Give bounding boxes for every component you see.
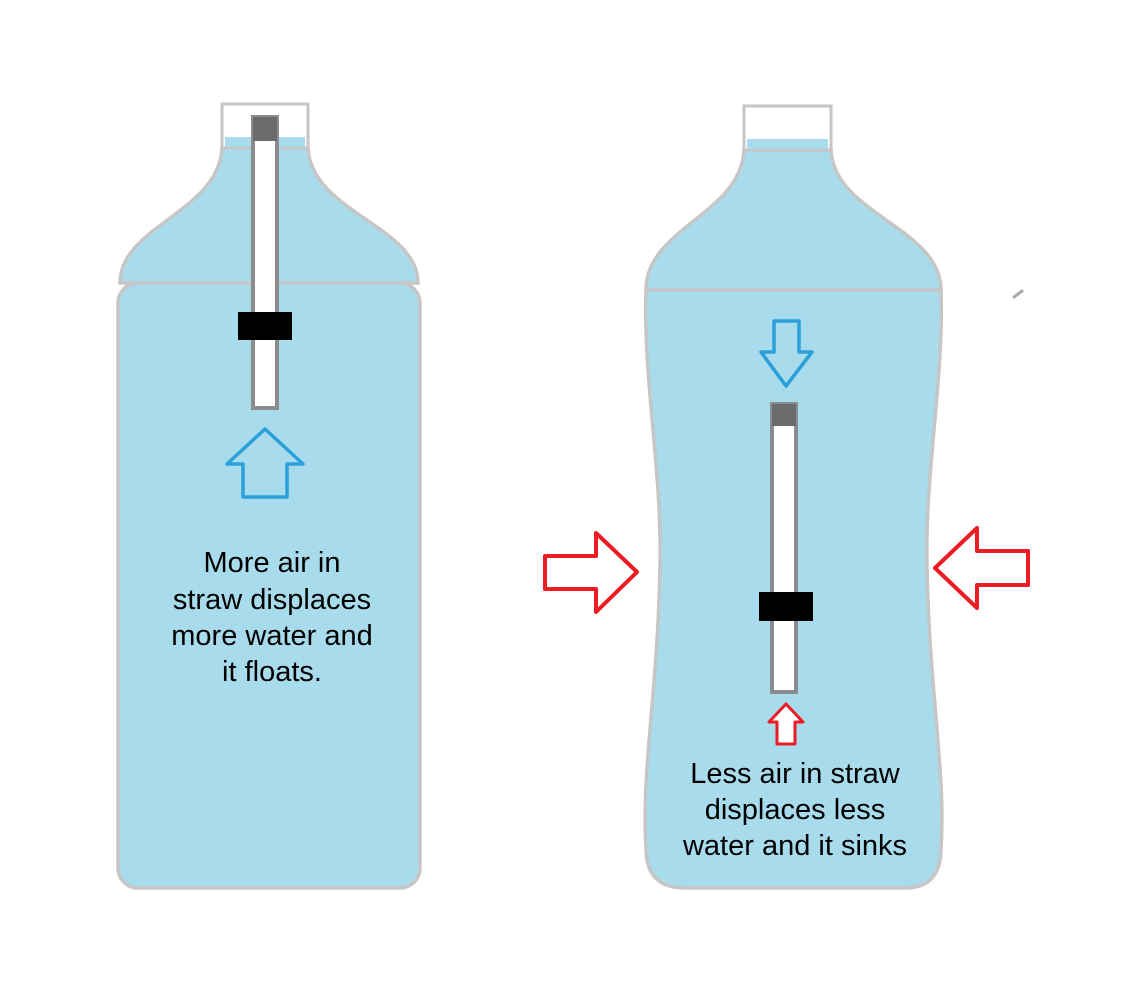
right-bottle: Less air in straw displaces less water a…: [643, 104, 944, 890]
left-caption-line-1: More air in: [204, 547, 341, 579]
right-straw-weight: [759, 592, 813, 621]
left-straw-weight: [238, 312, 292, 340]
push-down-arrow-icon: [759, 319, 814, 388]
buoyancy-up-arrow-icon: [225, 427, 305, 499]
right-straw: [770, 402, 798, 694]
left-caption-line-4: it floats.: [222, 656, 322, 688]
left-caption-line-2: straw displaces: [173, 584, 371, 616]
right-caption-line-3: water and it sinks: [682, 830, 907, 862]
squeeze-right-arrow-icon: [543, 531, 639, 614]
left-bottle: More air in straw displaces more water a…: [116, 102, 422, 890]
right-bottle-shoulder: [644, 148, 943, 292]
right-straw-cap: [772, 404, 796, 426]
left-caption: More air in straw displaces more water a…: [171, 547, 373, 688]
left-straw-cap: [253, 117, 277, 141]
right-caption: Less air in straw displaces less water a…: [682, 758, 907, 862]
left-straw: [251, 115, 279, 410]
left-caption-line-3: more water and: [171, 620, 373, 652]
right-caption-line-1: Less air in straw: [690, 758, 901, 790]
squeeze-left-arrow-icon: [933, 526, 1030, 610]
small-buoyancy-up-arrow-icon: [767, 702, 805, 746]
stray-mark: [1012, 289, 1024, 299]
right-caption-line-2: displaces less: [705, 794, 886, 826]
right-bottle-neck-water: [747, 139, 828, 149]
